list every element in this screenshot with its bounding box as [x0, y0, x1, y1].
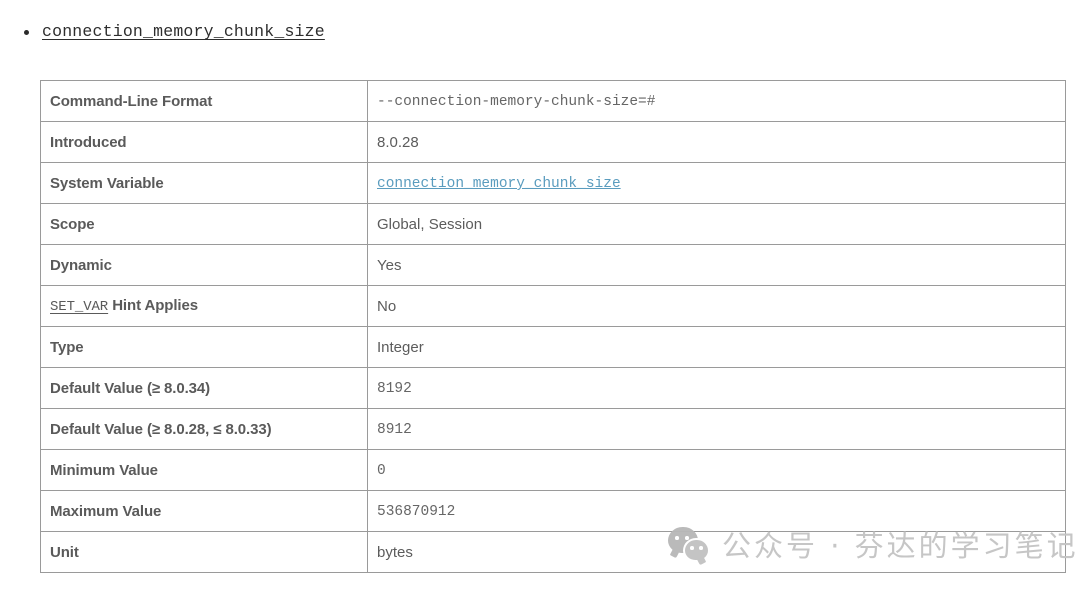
table-row: Introduced 8.0.28: [40, 121, 1066, 163]
table-row: Unit bytes: [40, 531, 1066, 573]
spec-value-mono: --connection-memory-chunk-size=#: [377, 94, 656, 110]
spec-value-cell: Integer: [367, 326, 1066, 368]
spec-key-label: Unit: [50, 543, 79, 561]
system-variable-link[interactable]: connection_memory_chunk_size: [377, 176, 621, 192]
spec-key-cell: System Variable: [40, 162, 368, 204]
variable-spec-table: Command-Line Format --connection-memory-c…: [40, 80, 1066, 573]
spec-key-cell: Unit: [40, 531, 368, 573]
spec-value-text: bytes: [377, 543, 413, 561]
table-row: Scope Global, Session: [40, 203, 1066, 245]
table-row: Dynamic Yes: [40, 244, 1066, 286]
spec-value-cell: 8192: [367, 367, 1066, 409]
bullet-dot-icon: [24, 30, 29, 35]
spec-value-cell: connection_memory_chunk_size: [367, 162, 1066, 204]
spec-value-mono: 0: [377, 463, 386, 479]
table-row: Maximum Value 536870912: [40, 490, 1066, 532]
spec-value-cell: Global, Session: [367, 203, 1066, 245]
table-row: Default Value (≥ 8.0.28, ≤ 8.0.33) 8912: [40, 408, 1066, 450]
spec-key-label: Scope: [50, 215, 95, 233]
table-row: Command-Line Format --connection-memory-c…: [40, 80, 1066, 122]
spec-value-cell: 536870912: [367, 490, 1066, 532]
spec-value-mono: 8192: [377, 381, 412, 397]
spec-key-cell: SET_VAR Hint Applies: [40, 285, 368, 327]
spec-value-mono: 8912: [377, 422, 412, 438]
table-row: Minimum Value 0: [40, 449, 1066, 491]
variable-name-link[interactable]: connection_memory_chunk_size: [42, 22, 325, 41]
spec-key-cell: Command-Line Format: [40, 80, 368, 122]
spec-value-cell: Yes: [367, 244, 1066, 286]
spec-value-text: Integer: [377, 338, 424, 356]
spec-value-cell: 8.0.28: [367, 121, 1066, 163]
spec-key-label: System Variable: [50, 174, 164, 192]
table-row: SET_VAR Hint Applies No: [40, 285, 1066, 327]
spec-key-cell: Dynamic: [40, 244, 368, 286]
spec-key-cell: Maximum Value: [40, 490, 368, 532]
spec-key-label: Command-Line Format: [50, 92, 213, 110]
spec-key-label: Maximum Value: [50, 502, 162, 520]
table-row: System Variable connection_memory_chunk_s…: [40, 162, 1066, 204]
spec-table-body: Command-Line Format --connection-memory-c…: [40, 80, 1066, 573]
spec-value-cell: bytes: [367, 531, 1066, 573]
spec-key-label: Minimum Value: [50, 461, 158, 479]
variable-bullet-list: connection_memory_chunk_size: [0, 22, 325, 42]
spec-table-container: Command-Line Format --connection-memory-c…: [40, 80, 1066, 573]
spec-key-cell: Type: [40, 326, 368, 368]
spec-key-cell: Default Value (≥ 8.0.28, ≤ 8.0.33): [40, 408, 368, 450]
table-row: Type Integer: [40, 326, 1066, 368]
spec-value-cell: No: [367, 285, 1066, 327]
spec-key-label: Type: [50, 338, 84, 356]
spec-key-cell: Default Value (≥ 8.0.34): [40, 367, 368, 409]
table-row: Default Value (≥ 8.0.34) 8192: [40, 367, 1066, 409]
spec-value-cell: --connection-memory-chunk-size=#: [367, 80, 1066, 122]
spec-key-cell: Introduced: [40, 121, 368, 163]
spec-value-text: No: [377, 297, 397, 315]
spec-value-text: 8.0.28: [377, 133, 419, 151]
spec-key-label: Default Value (≥ 8.0.28, ≤ 8.0.33): [50, 420, 272, 438]
spec-value-text: Yes: [377, 256, 402, 274]
spec-key-label: Default Value (≥ 8.0.34): [50, 379, 211, 397]
spec-key-label: Introduced: [50, 133, 127, 151]
spec-key-cell: Minimum Value: [40, 449, 368, 491]
spec-key-cell: Scope: [40, 203, 368, 245]
spec-value-mono: 536870912: [377, 504, 456, 520]
spec-value-cell: 8912: [367, 408, 1066, 450]
spec-key-suffix: Hint Applies: [112, 297, 198, 314]
set-var-link[interactable]: SET_VAR: [50, 299, 109, 315]
list-item: connection_memory_chunk_size: [0, 22, 325, 42]
spec-key-label: Dynamic: [50, 256, 112, 274]
spec-value-text: Global, Session: [377, 215, 483, 233]
spec-value-cell: 0: [367, 449, 1066, 491]
